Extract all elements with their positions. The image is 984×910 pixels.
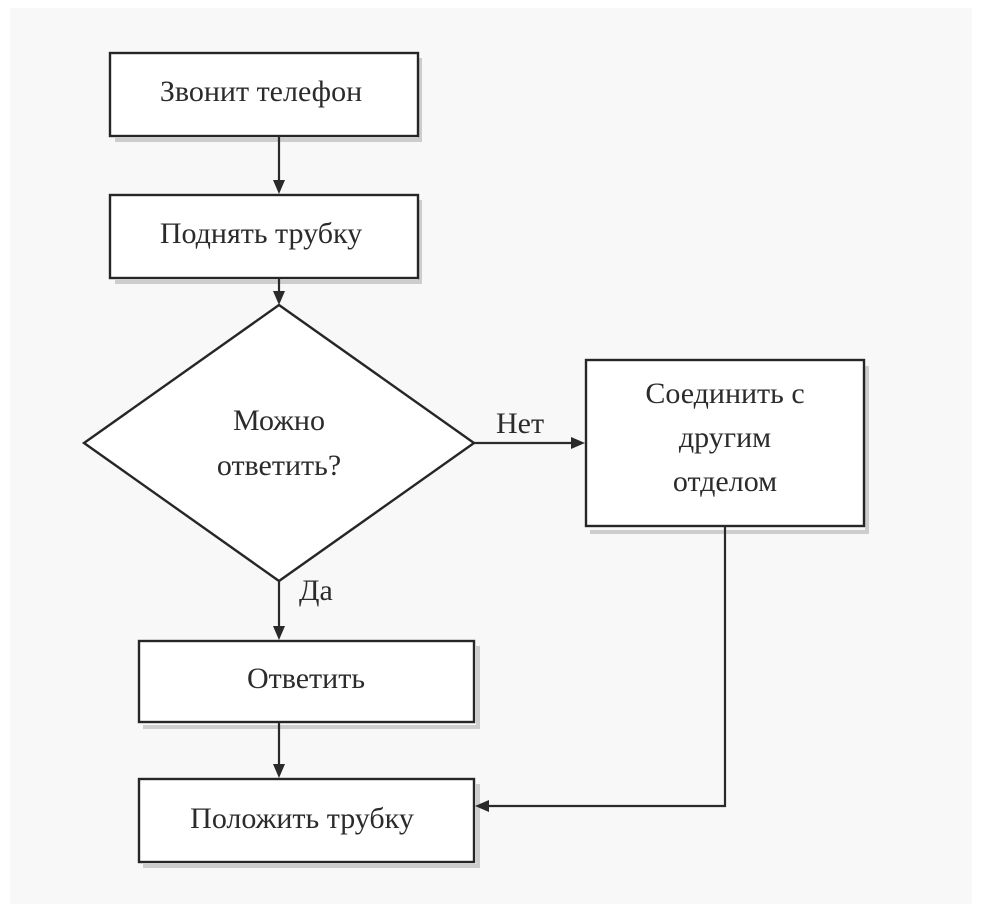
node-transfer-line-1: Соединить с [645,377,804,410]
edge-ring-to-pickup [273,136,285,194]
edge-label-no: Нет [496,407,544,440]
node-hangup: Положить трубку [137,777,476,864]
node-shadows [115,58,869,868]
edge-label-yes: Да [299,574,333,607]
edge-pickup-to-decision [273,278,285,305]
node-transfer-line-3: отделом [673,465,777,498]
edge-transfer-to-hangup-arrowhead [475,800,489,812]
node-ring: Звонит телефон [108,51,420,138]
edge-decision-to-transfer: Нет [474,407,585,449]
edge-decision-to-answer-arrowhead [273,626,285,640]
node-pickup-label: Поднять трубку [160,217,362,250]
node-hangup-label: Положить трубку [190,802,414,835]
node-decision-line-2: ответить? [217,449,341,482]
edge-transfer-to-hangup [475,526,727,812]
edge-ring-to-pickup-arrowhead [273,180,285,194]
node-transfer: Соединить с другим отделом [584,358,866,528]
node-answer-label: Ответить [247,662,365,695]
node-ring-label: Звонит телефон [160,75,362,108]
edge-answer-to-hangup-arrowhead [273,764,285,778]
edge-answer-to-hangup [273,722,285,778]
node-answer: Ответить [137,639,476,724]
edge-pickup-to-decision-arrowhead [273,291,285,305]
node-transfer-line-2: другим [679,421,771,454]
edge-decision-to-answer: Да [273,574,333,640]
edge-decision-to-transfer-arrowhead [571,437,585,449]
node-pickup: Поднять трубку [108,193,420,280]
node-decision-line-1: Можно [233,404,325,437]
node-decision: Можно ответить? [81,303,477,583]
